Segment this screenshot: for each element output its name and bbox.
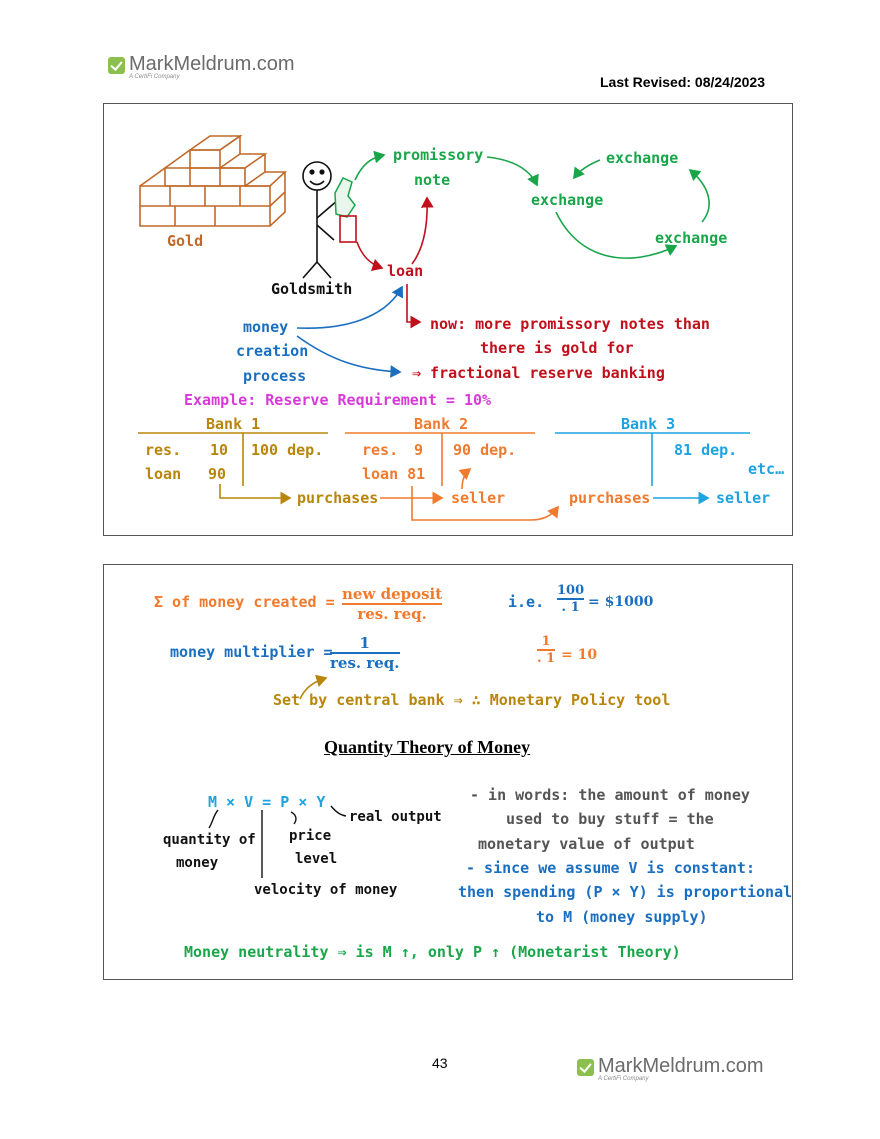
bank1-deposit: 100 dep. [251,441,324,459]
words-line-3: monetary value of output [478,835,695,853]
central-bank-label: Set by central bank ⇒ ∴ Monetary Policy … [273,691,671,709]
multiplier-fraction: 1 res. req. [330,634,400,672]
quantity-theory-title: Quantity Theory of Money [324,737,531,757]
exchange-top-label: exchange [606,149,679,167]
bank3-title: Bank 3 [621,415,676,433]
promissory-note-icon [334,177,356,218]
since-line-3: to M (money supply) [536,908,708,926]
purchases-2-label: purchases [569,489,651,507]
ie-denominator: . 1 [561,599,580,615]
sum-numerator: new deposit [342,585,443,603]
price-label: price [289,828,332,844]
bank2-res: res. [362,441,399,459]
bank2-res-value: 9 [414,441,424,459]
money-quantity-label: money [176,855,219,871]
money-label: money [243,318,289,336]
multiplier-example-result: = 10 [561,647,598,663]
slide-money-multiplier [103,564,793,980]
exchange-mid-label: exchange [531,191,604,209]
bank1-res: res. [145,441,182,459]
purchases-1-label: purchases [297,489,379,507]
now-line-2: there is gold for [480,339,634,357]
words-line-2: used to buy stuff = the [506,810,714,828]
last-revised: Last Revised: 08/24/2023 [600,74,765,90]
ie-fraction: 100 . 1 [557,583,585,615]
etc-label: etc… [748,460,785,478]
multiplier-example-denominator: . 1 [537,650,556,666]
check-icon [108,57,125,74]
multiplier-denominator: res. req. [330,653,400,672]
since-line-2: then spending (P × Y) is proportional [458,883,793,901]
goldsmith-label: Goldsmith [271,280,353,298]
real-output-label: real output [349,809,442,825]
brand-logo: MarkMeldrum.com A CertiFi Company [108,54,295,81]
brand-tagline: A CertiFi Company [129,74,180,80]
quantity-of-label: quantity of [163,832,256,848]
creation-label: creation [236,342,309,360]
seller-2-label: seller [716,489,771,507]
process-label: process [243,367,307,385]
ie-numerator: 100 [557,583,585,598]
gold-bars-icon [139,134,288,227]
goldsmith-figure-icon [302,161,339,279]
money-multiplier-label: money multiplier = [170,643,333,661]
bank2-title: Bank 2 [414,415,469,433]
multiplier-example-fraction: 1 . 1 [537,634,556,666]
fractional-reserve-label: ⇒ fractional reserve banking [412,364,665,382]
words-line-1: - in words: the amount of money [470,786,750,804]
footer-brand-logo: MarkMeldrum.com A CertiFi Company [577,1056,764,1083]
bank1-title: Bank 1 [206,415,261,433]
bank2-deposit: 90 dep. [453,441,517,459]
sum-created-label: Σ of money created = [154,593,335,611]
multiplier-example-numerator: 1 [541,634,551,649]
seller-1-label: seller [451,489,506,507]
example-label: Example: Reserve Requirement = 10% [184,391,492,409]
money-neutrality-label: Money neutrality ⇒ is M ↑, only P ↑ (Mon… [184,943,681,961]
footer-brand-name: MarkMeldrum.com [598,1055,764,1077]
velocity-label: velocity of money [254,882,398,898]
slide-goldsmith [103,103,793,536]
page-number: 43 [432,1055,448,1071]
loan-label: loan [387,262,424,280]
bank1-loan: loan [145,465,182,483]
brand-name: MarkMeldrum.com [129,53,295,75]
since-line-1: - since we assume V is constant: [466,859,755,877]
note-label: note [414,171,451,189]
footer-brand-tagline: A CertiFi Company [598,1076,649,1082]
bank1-res-value: 10 [210,441,229,459]
multiplier-numerator: 1 [359,634,370,652]
equation-mvpy: M × V = P × Y [208,793,326,811]
sum-fraction: new deposit res. req. [342,585,443,623]
promissory-label: promissory [393,146,484,164]
gold-label: Gold [167,232,204,250]
exchange-bottom-label: exchange [655,229,728,247]
ie-label: i.e. [508,593,545,611]
bank3-deposit: 81 dep. [674,441,738,459]
sum-denominator: res. req. [357,604,427,623]
now-line-1: now: more promissory notes than [430,315,710,333]
check-icon [577,1059,594,1076]
bank2-loan: loan 81 [362,465,426,483]
bank1-loan-value: 90 [208,465,227,483]
ie-result: = $1000 [588,594,654,610]
level-label: level [295,851,338,867]
loan-paper-icon [339,215,357,243]
